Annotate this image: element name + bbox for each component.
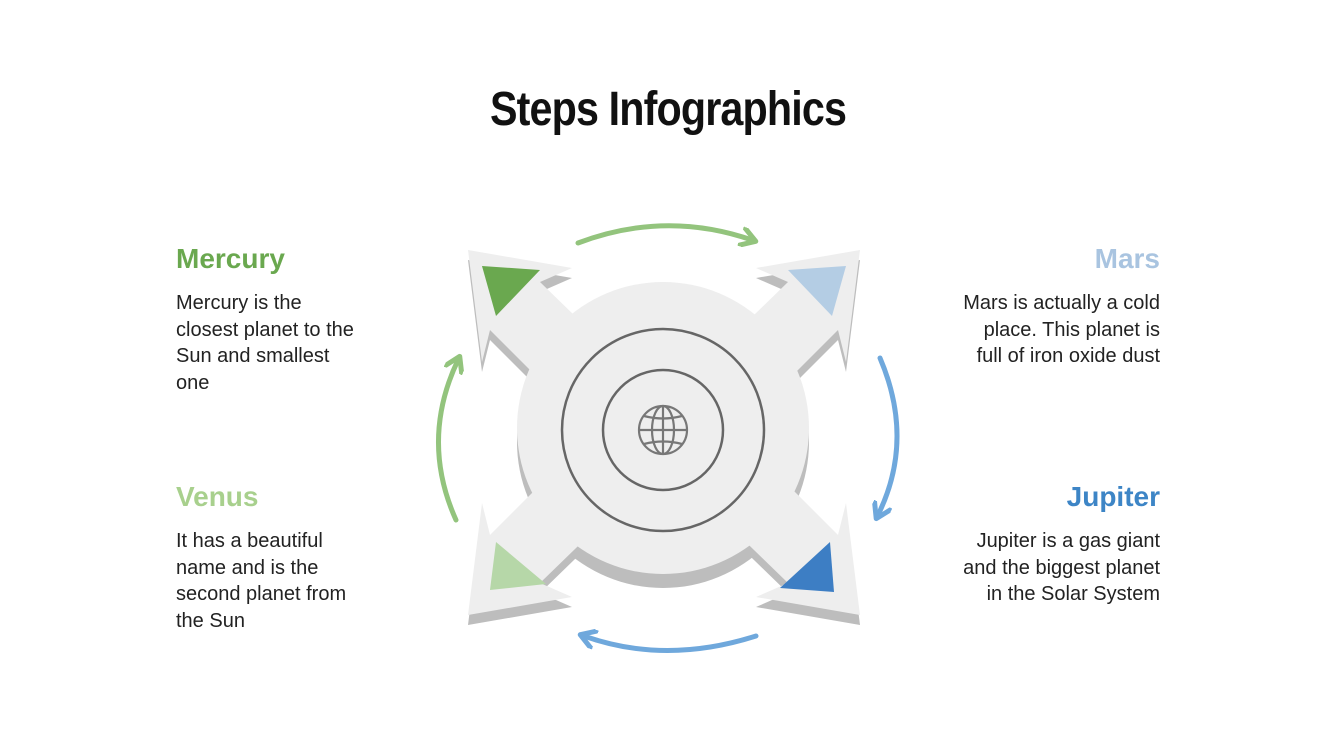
step-heading-venus: Venus [176,481,259,512]
step-jupiter: Jupiter Jupiter is a gas giant and the b… [920,480,1160,608]
triangle-venus [490,542,546,590]
step-body-venus: It has a beautiful name and is the secon… [176,530,347,632]
step-body-jupiter: Jupiter is a gas giant and the biggest p… [963,530,1160,605]
globe-icon [637,404,689,456]
step-venus: Venus It has a beautiful name and is the… [176,480,416,634]
triangle-mars [788,266,846,316]
cycle-arrow-bottom [584,636,759,653]
outer-ring [560,327,766,533]
step-mars: Mars Mars is actually a cold place. This… [920,242,1160,370]
inner-ring [601,368,725,492]
cycle-arrow-right [878,355,900,515]
step-heading-mars: Mars [1094,243,1160,274]
step-heading-jupiter: Jupiter [1066,481,1160,512]
cycle-arrow-left [436,360,458,523]
step-heading-mercury: Mercury [176,243,285,274]
steps-diagram [436,223,900,653]
step-mercury: Mercury Mercury is the closest planet to… [176,242,416,396]
step-body-mars: Mars is actually a cold place. This plan… [963,292,1160,367]
cycle-arrow-top [575,223,752,243]
step-body-mercury: Mercury is the closest planet to the Sun… [176,292,354,394]
page-title: Steps Infographics [489,83,847,136]
triangle-jupiter [780,542,834,592]
triangle-mercury [482,266,540,316]
